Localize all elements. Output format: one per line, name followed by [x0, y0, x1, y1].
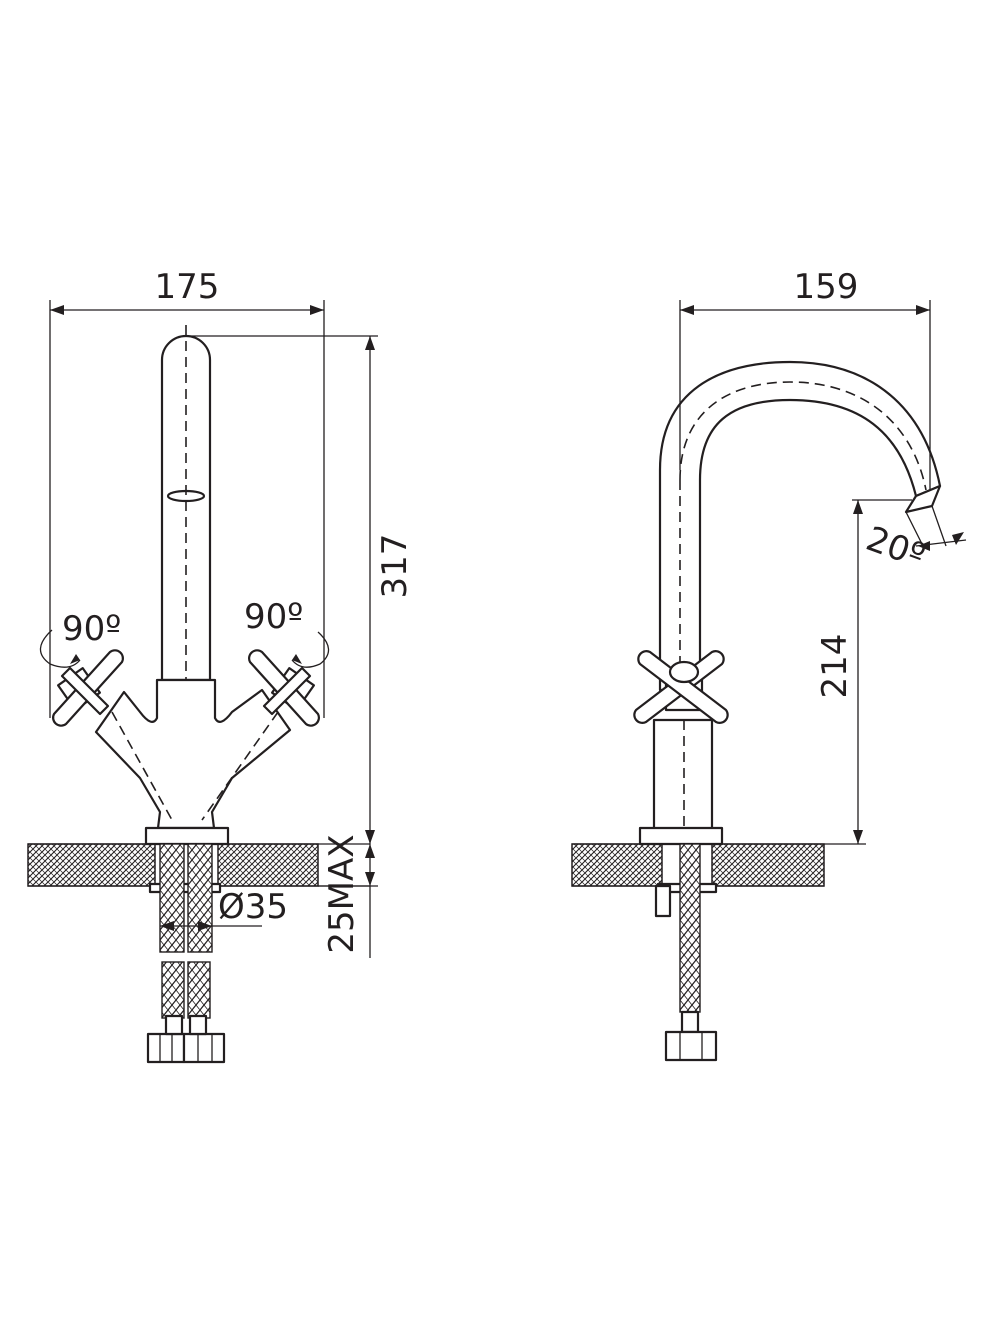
right-rotation-label: 90º: [244, 597, 303, 637]
mixer-body-side: [638, 718, 724, 846]
dimension-hole: [160, 921, 262, 931]
gooseneck-spout: [658, 360, 942, 692]
supply-hoses-front: [146, 843, 226, 1064]
front-view: 175 317 25MAX Ø35 90º 90º: [27, 267, 415, 1064]
supply-hose-side: [654, 843, 718, 1062]
thickness-label: 25MAX: [322, 834, 362, 953]
cross-handle-side: [633, 650, 729, 724]
countertop-side: [571, 843, 866, 894]
projection-label: 159: [794, 267, 859, 307]
swivel-angle-indicator: [905, 505, 967, 551]
left-cross-handle: [52, 649, 124, 727]
dimension-width-front: [49, 300, 325, 718]
spout-height-label: 214: [815, 634, 855, 699]
height-label-front: 317: [375, 534, 415, 599]
right-cross-handle: [248, 649, 320, 727]
dimension-spout-height: [852, 499, 912, 844]
side-view: 159 214 20º: [571, 267, 967, 1062]
right-rotation-icon: [291, 631, 330, 668]
hole-label: Ø35: [218, 887, 288, 927]
dimension-height-front: [186, 335, 378, 844]
mixer-body-front: [94, 678, 292, 846]
dimension-projection: [679, 300, 931, 490]
dimension-thickness: [318, 844, 378, 958]
swivel-label: 20º: [861, 519, 930, 577]
width-label-front: 175: [155, 267, 220, 307]
left-rotation-label: 90º: [62, 609, 121, 649]
